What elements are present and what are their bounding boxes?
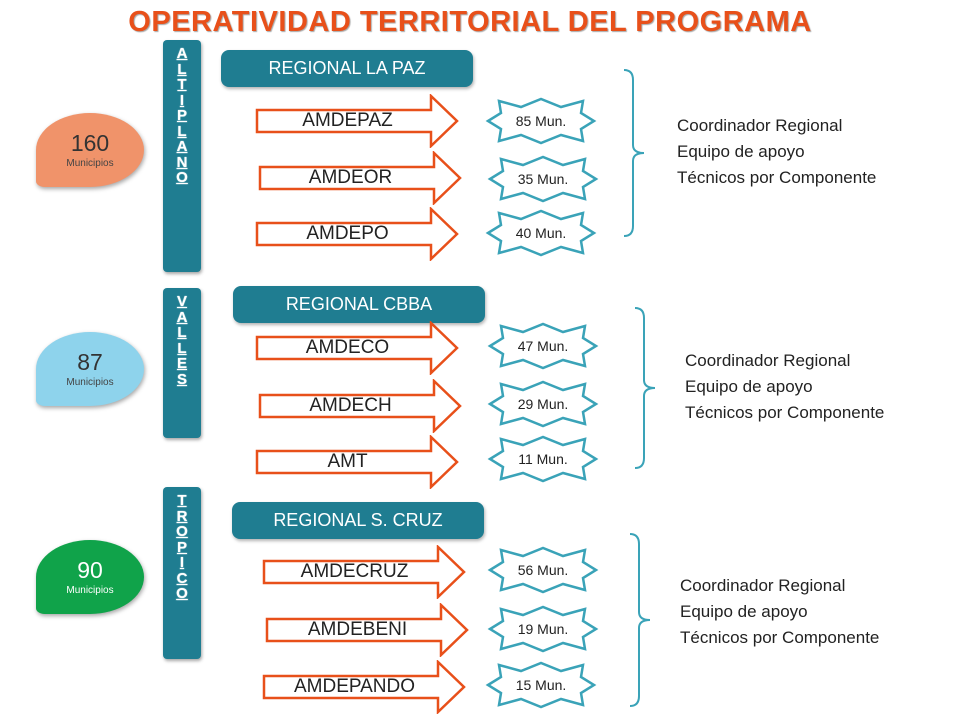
municipalities-count: 85 Mun. (515, 113, 567, 129)
zone-letter: L (177, 339, 187, 357)
zone-letter: T (177, 492, 187, 509)
zone-letter: P (176, 107, 187, 124)
municipalities-count: 47 Mun. (517, 338, 569, 354)
page-title: OPERATIVIDAD TERRITORIAL DEL PROGRAMA (128, 6, 812, 38)
zone-letter: S (176, 370, 187, 388)
municipalities-count: 56 Mun. (517, 562, 569, 578)
municipalities-count: 29 Mun. (517, 396, 569, 412)
association-arrow: AMDEPAZ (255, 94, 460, 148)
bracket (622, 68, 648, 238)
staff-item: Técnicos por Componente (677, 168, 877, 187)
municipalities-star: 11 Mun. (487, 435, 599, 483)
municipality-count: 160 (70, 130, 110, 156)
zone-letter: I (179, 91, 185, 109)
association-name: AMT (327, 451, 368, 472)
zone-letter: L (177, 60, 187, 78)
association-name: AMDEBENI (307, 619, 408, 640)
association-arrow: AMDEPO (255, 207, 460, 261)
association-name: AMDEOR (308, 167, 393, 188)
association-arrow: AMDECO (255, 321, 460, 375)
association-arrow: AMT (255, 435, 460, 489)
municipalities-count: 19 Mun. (517, 621, 569, 637)
regional-header: REGIONAL CBBA (233, 286, 485, 323)
municipalities-star: 19 Mun. (487, 605, 599, 653)
regional-header: REGIONAL LA PAZ (221, 50, 473, 87)
staff-item: Técnicos por Componente (685, 403, 885, 422)
association-arrow: AMDEOR (258, 151, 463, 205)
zone-letter: O (176, 523, 188, 540)
municipalities-star: 29 Mun. (487, 380, 599, 428)
staff-item: Equipo de apoyo (680, 602, 808, 621)
zone-letter: C (176, 569, 188, 587)
municipalities-star: 15 Mun. (485, 661, 597, 709)
association-name: AMDEPAZ (302, 110, 393, 131)
staff-item: Técnicos por Componente (680, 628, 880, 647)
zone-letter: O (176, 585, 188, 602)
zone-letter: V (176, 293, 187, 310)
zone-letter: P (176, 538, 187, 556)
association-name: AMDEPANDO (293, 676, 416, 697)
association-name: AMDECO (305, 337, 390, 358)
municipalities-star: 35 Mun. (487, 155, 599, 203)
municipalities-star: 85 Mun. (485, 97, 597, 145)
association-arrow: AMDECH (258, 379, 463, 433)
association-name: AMDEPO (306, 223, 389, 244)
zone-letter: L (177, 122, 187, 140)
zone-letter: L (177, 324, 187, 341)
municipalities-count: 15 Mun. (515, 677, 567, 693)
staff-item: Equipo de apoyo (685, 377, 813, 396)
municipalities-count: 11 Mun. (518, 451, 568, 467)
staff-item: Coordinador Regional (685, 351, 851, 370)
association-name: AMDECRUZ (300, 561, 409, 582)
staff-item: Coordinador Regional (677, 116, 843, 135)
association-arrow: AMDECRUZ (262, 545, 467, 599)
staff-item: Coordinador Regional (680, 576, 846, 595)
staff-item: Equipo de apoyo (677, 142, 805, 161)
association-arrow: AMDEPANDO (262, 660, 467, 714)
municipality-count: 90 (77, 557, 103, 583)
zone-letter: E (176, 355, 187, 372)
zone-letter: R (176, 507, 188, 525)
municipality-count: 87 (77, 349, 103, 375)
municipality-count-label: Municipios (66, 377, 114, 388)
zone-letter: A (176, 138, 188, 155)
zone-letter: T (177, 76, 187, 93)
municipalities-star: 40 Mun. (485, 209, 597, 257)
municipality-count-label: Municipios (66, 158, 114, 169)
zone-letter: A (176, 308, 188, 326)
association-name: AMDECH (309, 395, 392, 416)
association-arrow: AMDEBENI (265, 603, 470, 657)
zone-letter: A (176, 45, 188, 62)
zone-letter: N (176, 153, 188, 171)
zone-letter: I (179, 554, 185, 571)
bracket (628, 532, 654, 708)
zone-letter: O (176, 169, 188, 186)
regional-header: REGIONAL S. CRUZ (232, 502, 484, 539)
municipalities-star: 56 Mun. (487, 546, 599, 594)
municipalities-count: 40 Mun. (515, 225, 567, 241)
bracket (633, 306, 659, 470)
municipalities-count: 35 Mun. (517, 171, 569, 187)
municipality-count-label: Municipios (66, 585, 114, 596)
municipalities-star: 47 Mun. (487, 322, 599, 370)
